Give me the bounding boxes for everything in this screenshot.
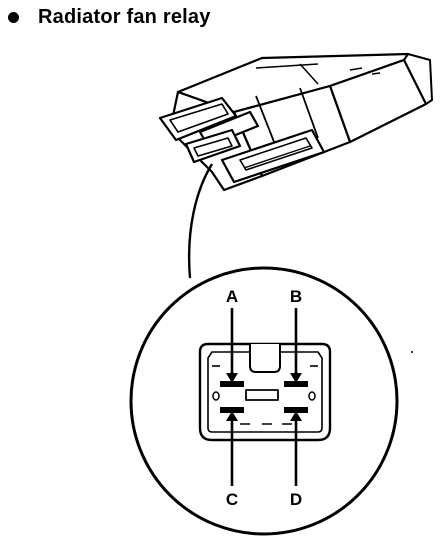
pin-slot-c	[220, 407, 244, 413]
pin-arrows	[226, 308, 302, 486]
pin-label-d: D	[290, 490, 302, 509]
connector-face	[198, 342, 332, 442]
pin-slot-d	[284, 407, 308, 413]
speck-mark	[411, 351, 413, 353]
pin-label-b: B	[290, 287, 302, 306]
leader-line	[187, 163, 214, 279]
pin-slot-a	[220, 381, 244, 387]
pin-slot-b	[284, 381, 308, 387]
diagram-title: Radiator fan relay	[38, 6, 211, 28]
title-row: Radiator fan relay	[8, 6, 211, 29]
relay-terminals	[158, 90, 326, 192]
pin-label-a: A	[226, 287, 238, 306]
bullet-icon	[8, 12, 19, 23]
pin-label-c: C	[226, 490, 238, 509]
relay-body	[176, 52, 433, 178]
